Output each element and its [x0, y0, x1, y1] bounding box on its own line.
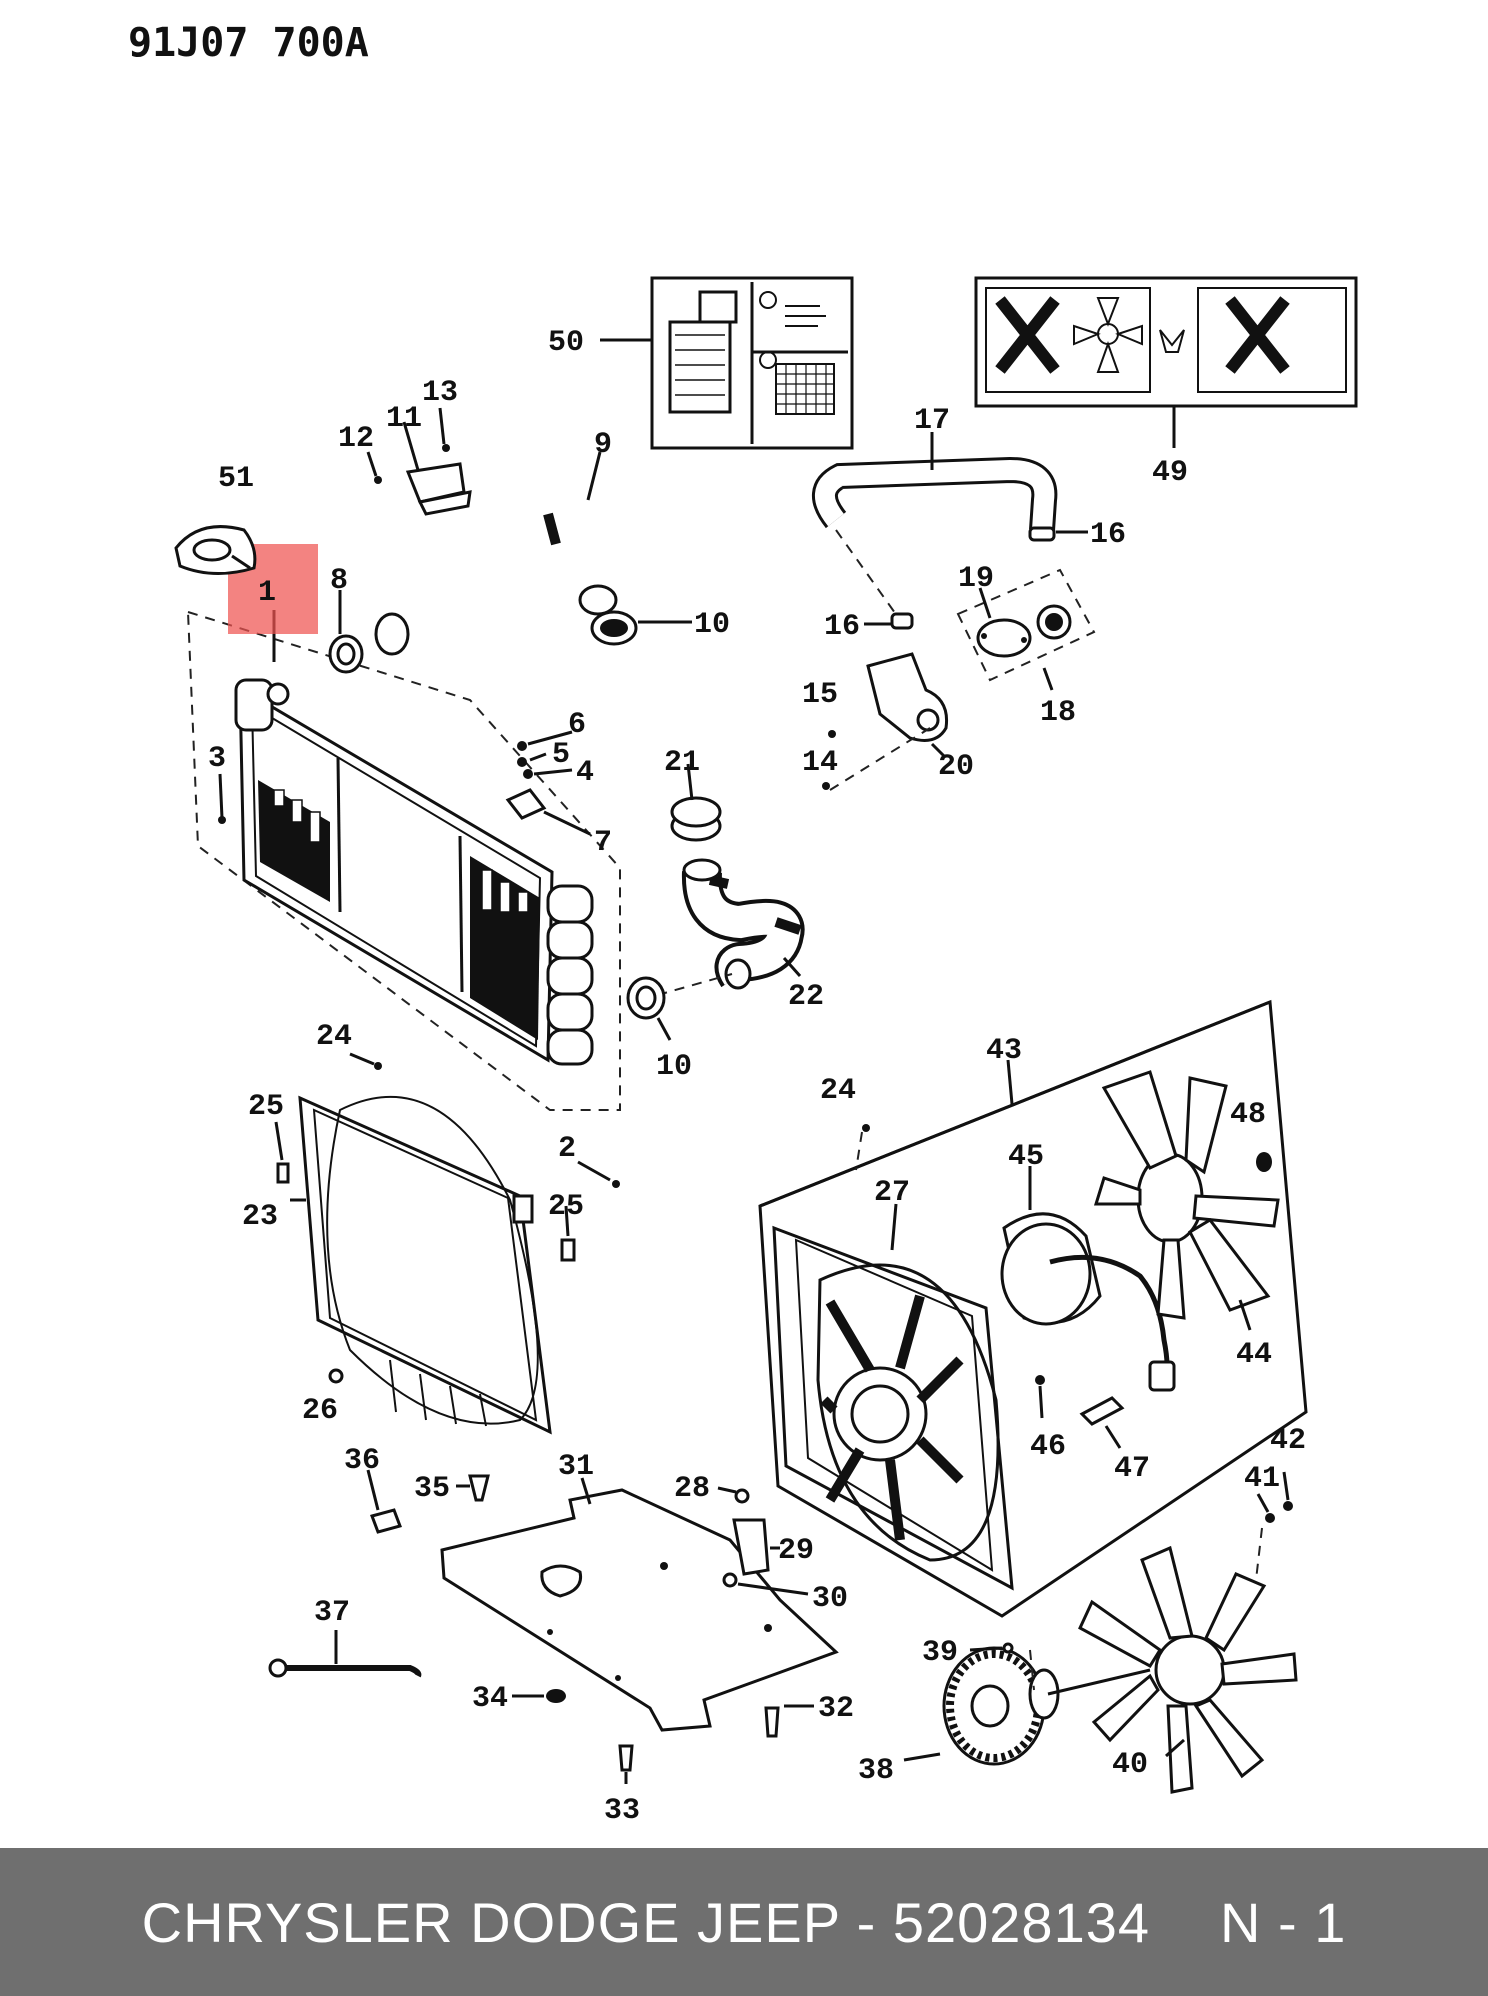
- callout-50: 50: [548, 326, 584, 360]
- callout-5: 5: [552, 738, 570, 772]
- callout-1: 1: [258, 576, 276, 610]
- callout-7: 7: [594, 826, 612, 860]
- callout-32: 32: [818, 1692, 854, 1726]
- lower-splash-shield: [440, 1488, 839, 1732]
- thermostat-gasket: [976, 618, 1032, 658]
- callout-48: 48: [1230, 1098, 1266, 1132]
- callout-33: 33: [604, 1794, 640, 1828]
- radiator-label-decal: [650, 276, 854, 450]
- mechanical-fan: [1078, 1545, 1298, 1794]
- callout-26: 26: [302, 1394, 338, 1428]
- callout-11: 11: [386, 402, 422, 436]
- electric-fan-frame: [772, 1225, 1014, 1591]
- callout-36: 36: [344, 1444, 380, 1478]
- callout-18: 18: [1040, 696, 1076, 730]
- part-info-footer: CHRYSLER DODGE JEEP - 52028134 N - 1: [0, 1848, 1488, 1996]
- callout-39: 39: [922, 1636, 958, 1670]
- drawing-code: 91J07 700A: [128, 20, 369, 66]
- callout-24-right: 24: [820, 1074, 856, 1108]
- callout-23: 23: [242, 1200, 278, 1234]
- callout-2: 2: [558, 1132, 576, 1166]
- brand-part-number: CHRYSLER DODGE JEEP - 52028134: [141, 1890, 1151, 1954]
- callout-45: 45: [1008, 1140, 1044, 1174]
- hose-clamp-upper: [328, 634, 364, 674]
- callout-16-left: 16: [824, 610, 860, 644]
- fan-blade-nut: [1256, 1152, 1272, 1172]
- callout-29: 29: [778, 1534, 814, 1568]
- radiator-assembly: [186, 610, 621, 1111]
- callout-49: 49: [1152, 456, 1188, 490]
- radiator-cap: [174, 525, 257, 576]
- callout-8: 8: [330, 564, 348, 598]
- hose-clamp-21: [670, 796, 722, 842]
- radiator-mount-hardware: [505, 741, 547, 820]
- callout-27: 27: [874, 1176, 910, 1210]
- callout-19: 19: [958, 562, 994, 596]
- bracket-29: [732, 1518, 770, 1576]
- callout-30: 30: [812, 1582, 848, 1616]
- fan-clutch: [942, 1646, 1060, 1766]
- callout-24-left: 24: [316, 1020, 352, 1054]
- overflow-hose: [812, 456, 1058, 531]
- callout-41: 41: [1244, 1462, 1280, 1496]
- callout-3: 3: [208, 742, 226, 776]
- callout-6: 6: [568, 708, 586, 742]
- callout-43: 43: [986, 1034, 1022, 1068]
- callout-22: 22: [788, 980, 824, 1014]
- callout-25-right: 25: [548, 1190, 584, 1224]
- cooling-system-exploded-diagram: 91J07 700A 50: [128, 20, 1358, 1828]
- hose-clamp-10-lower: [626, 976, 666, 1020]
- callout-12: 12: [338, 422, 374, 456]
- clamp-16-right: [1028, 526, 1056, 542]
- callout-37: 37: [314, 1596, 350, 1630]
- fan-warning-decal: [974, 276, 1358, 408]
- electric-fan-blade: [1093, 1070, 1280, 1320]
- callout-13: 13: [422, 376, 458, 410]
- callout-34: 34: [472, 1682, 508, 1716]
- callout-46: 46: [1030, 1430, 1066, 1464]
- upper-radiator-hose: [371, 494, 676, 656]
- callout-31: 31: [558, 1450, 594, 1484]
- callout-25-left: 25: [248, 1090, 284, 1124]
- callout-44: 44: [1236, 1338, 1272, 1372]
- callout-51: 51: [218, 462, 254, 496]
- callout-9: 9: [594, 428, 612, 462]
- callout-10-upper: 10: [694, 608, 730, 642]
- fan-motor: [1000, 1212, 1176, 1392]
- clamp-16-left: [890, 612, 914, 630]
- callout-17: 17: [914, 404, 950, 438]
- callout-20: 20: [938, 750, 974, 784]
- callout-47: 47: [1114, 1452, 1150, 1486]
- callout-35: 35: [414, 1472, 450, 1506]
- callout-14: 14: [802, 746, 838, 780]
- callout-38: 38: [858, 1754, 894, 1788]
- callout-15: 15: [802, 678, 838, 712]
- fan-shroud: [298, 1095, 552, 1435]
- callout-28: 28: [674, 1472, 710, 1506]
- callout-21: 21: [664, 746, 700, 780]
- hose-clamp-10-upper: [590, 610, 638, 646]
- callout-4: 4: [576, 756, 594, 790]
- hose-bracket: [374, 444, 472, 516]
- lower-radiator-hose: [681, 858, 805, 990]
- callout-40: 40: [1112, 1748, 1148, 1782]
- thermostat: [1036, 604, 1072, 640]
- position-code: N - 1: [1220, 1890, 1347, 1954]
- callout-10-lower: 10: [656, 1050, 692, 1084]
- retaining-strap: [268, 1658, 422, 1678]
- fan-bracket-47: [1079, 1396, 1125, 1426]
- thermostat-housing: [866, 652, 949, 742]
- callout-16-right: 16: [1090, 518, 1126, 552]
- callout-42: 42: [1270, 1424, 1306, 1458]
